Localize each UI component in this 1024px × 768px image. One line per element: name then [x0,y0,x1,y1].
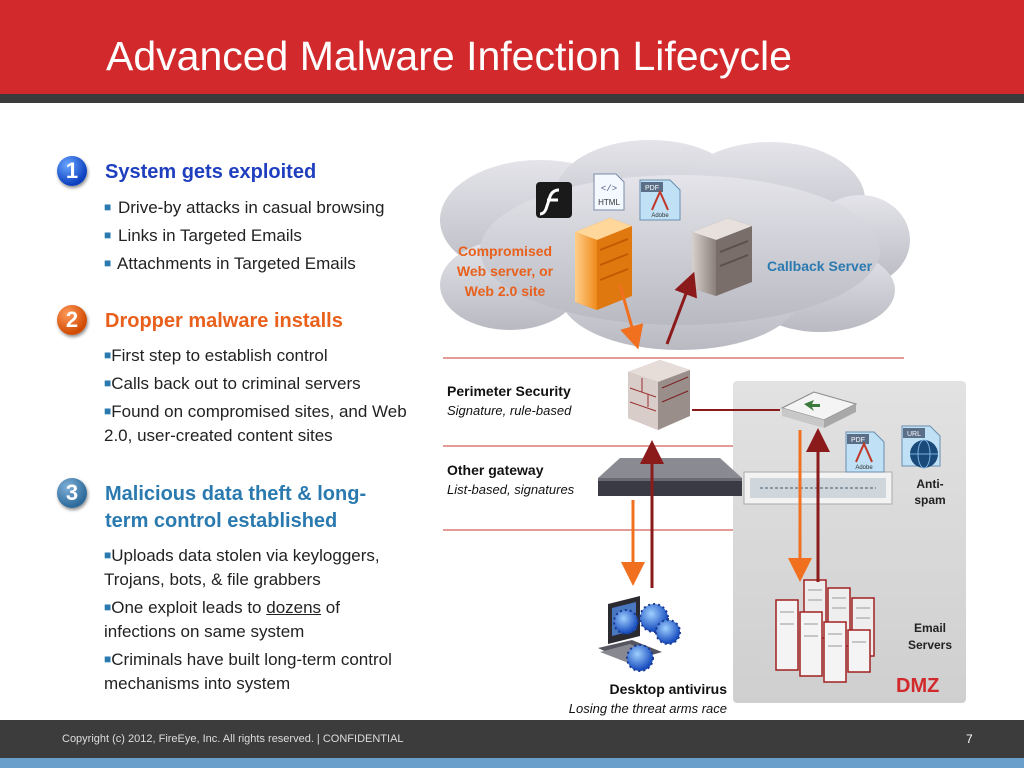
footer-strip [0,758,1024,768]
gateway-appliance-icon [598,458,742,496]
compromised-server-icon [575,218,632,310]
callback-server-icon [692,218,752,296]
svg-text:Adobe: Adobe [651,213,669,219]
footer-copyright: Copyright (c) 2012, FireEye, Inc. All ri… [62,733,404,745]
step-3-heading: Malicious data theft & long- term contro… [105,483,367,532]
email-servers-icon [775,579,875,683]
arrow-exploit-down [618,284,644,350]
diagram-graphics: </> HTML PDF Adobe [440,140,966,703]
title-underline [0,94,1024,103]
callback-server-label: Callback Server [767,258,873,274]
step-1-bullet-1: ■ Drive-by attacks in casual browsing [104,198,385,217]
other-gateway-title: Other gateway [447,462,544,478]
step-1-heading: System gets exploited [105,161,317,183]
desktop-antivirus-title: Desktop antivirus [609,681,727,697]
svg-text:PDF: PDF [851,437,865,444]
step-2-bullet-3: ■Found on compromised sites, and Web 2.0… [104,402,407,445]
step-1-bullet-2: ■ Links in Targeted Emails [104,226,302,245]
step-3-bullet-3: ■Criminals have built long-term control … [104,650,392,693]
step-3-bullet-1: ■Uploads data stolen via keyloggers, Tro… [104,546,380,589]
virus-icon [613,603,681,672]
perimeter-security-title: Perimeter Security [447,383,571,399]
svg-text:PDF: PDF [645,185,659,192]
switch-icon [780,391,858,428]
arrow-callback-up [665,271,697,345]
desktop-antivirus-subtitle: Losing the threat arms race [568,701,727,716]
svg-text:</>: </> [601,184,617,194]
svg-text:HTML: HTML [598,198,620,207]
step-2-bullet-2: ■Calls back out to criminal servers [104,374,361,393]
page-number: 7 [966,732,973,746]
firewall-icon [628,360,690,430]
svg-text:Adobe: Adobe [855,465,873,471]
svg-text:URL: URL [907,431,921,438]
email-servers-label: Email Servers [907,621,953,652]
html-file-icon: </> HTML [593,173,625,211]
step-2-heading: Dropper malware installs [105,310,343,332]
step-2-badge: 2 [57,305,87,335]
perimeter-security-subtitle: Signature, rule-based [447,403,572,418]
step-1-badge: 1 [57,156,87,186]
footer-bar [0,720,1024,758]
compromised-server-label: Compromised Web server, or Web 2.0 site [456,243,554,299]
pdf-file-icon: PDF Adobe [639,179,681,221]
flash-icon [536,182,572,218]
step-3-badge: 3 [57,478,87,508]
dmz-label: DMZ [896,675,940,697]
step-3-bullet-2: ■One exploit leads to dozens of infectio… [104,598,340,641]
url-globe-icon: URL [901,425,941,469]
slide-title: Advanced Malware Infection Lifecycle [106,33,792,79]
dmz-pdf-icon: PDF Adobe [845,431,885,473]
step-2-bullet-1: ■First step to establish control [104,346,328,365]
title-bar [0,0,1024,94]
antispam-label: Anti- spam [914,477,946,507]
other-gateway-subtitle: List-based, signatures [447,482,575,497]
step-1-bullet-3: ■ Attachments in Targeted Emails [104,254,356,273]
